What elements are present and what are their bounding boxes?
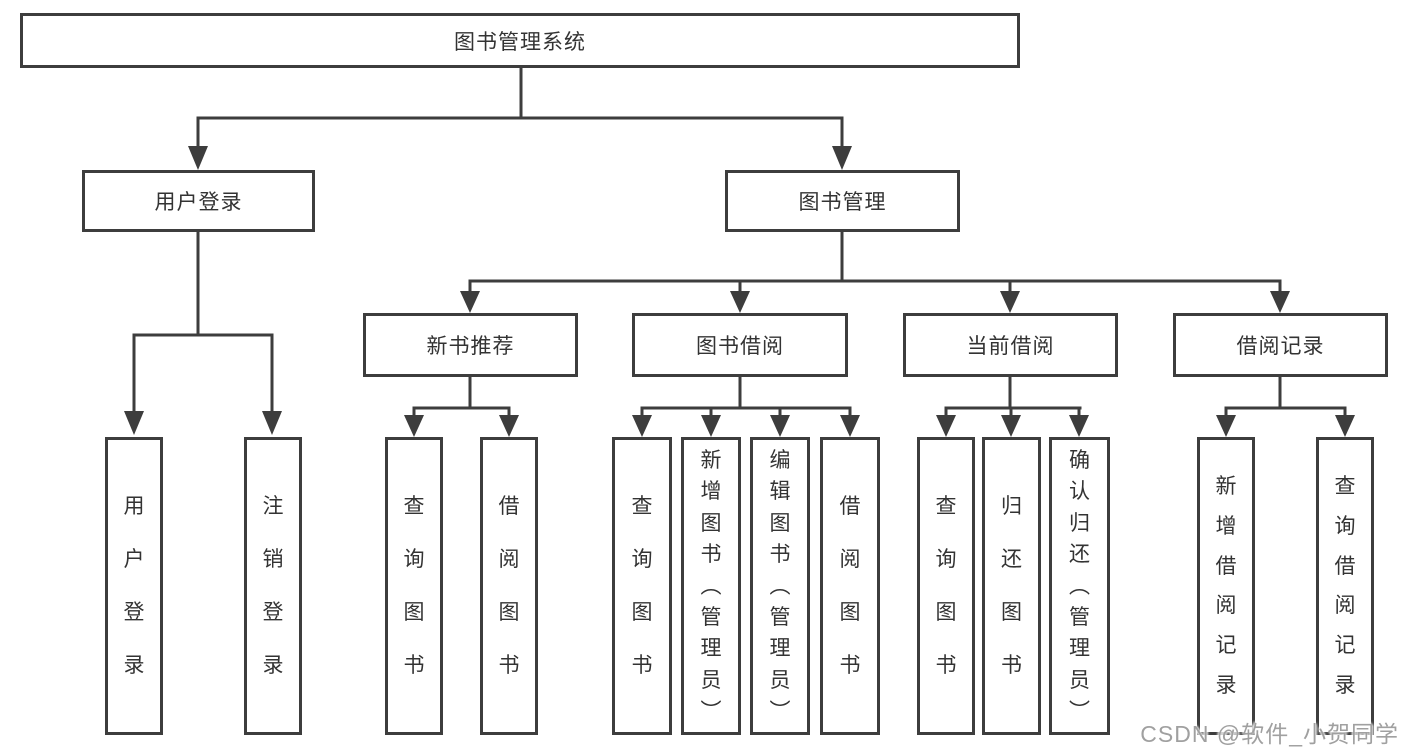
connector-current-borrowing-branch <box>944 377 1082 417</box>
leaf-nbr-query-books: 查询图书 <box>385 437 443 735</box>
leaf-bb-query-books: 查询图书 <box>612 437 672 735</box>
node-user-login-label: 用户登录 <box>154 191 243 214</box>
node-book-management-label: 图书管理 <box>798 191 887 214</box>
leaf-nbr-borrow-books: 借阅图书 <box>480 437 538 735</box>
leaf-logout: 注销登录 <box>244 437 302 735</box>
leaf-cb-return-books: 归还图书 <box>982 437 1041 735</box>
leaf-br-query-record: 查询借阅记录 <box>1316 437 1374 735</box>
leaf-br-add-record: 新增借阅记录 <box>1197 437 1255 735</box>
leaf-cb-query-books-label: 查询图书 <box>935 495 957 677</box>
leaf-nbr-query-books-label: 查询图书 <box>403 495 425 677</box>
node-book-borrowing: 图书借阅 <box>632 313 848 377</box>
leaf-bb-add-books: 新增图书︵管理员︶ <box>681 437 741 735</box>
node-user-login: 用户登录 <box>82 170 315 232</box>
leaf-cb-return-books-label: 归还图书 <box>1001 495 1022 677</box>
node-root-label: 图书管理系统 <box>454 30 586 54</box>
leaf-nbr-borrow-books-label: 借阅图书 <box>498 495 520 677</box>
connector-root-to-level2 <box>196 68 844 148</box>
connector-user-login-branch <box>132 232 274 413</box>
leaf-logout-label: 注销登录 <box>262 495 284 677</box>
leaf-cb-confirm-return-label: 确认归还︵管理员︶ <box>1069 449 1090 723</box>
node-book-management: 图书管理 <box>725 170 960 232</box>
node-current-borrowing-label: 当前借阅 <box>966 335 1055 358</box>
leaf-bb-borrow-books: 借阅图书 <box>820 437 880 735</box>
node-new-book-recommend-label: 新书推荐 <box>426 335 515 358</box>
leaf-bb-edit-books: 编辑图书︵管理员︶ <box>750 437 810 735</box>
leaf-bb-add-books-label: 新增图书︵管理员︶ <box>700 449 722 723</box>
leaf-user-login: 用户登录 <box>105 437 163 735</box>
leaf-bb-edit-books-label: 编辑图书︵管理员︶ <box>769 449 791 723</box>
leaf-bb-borrow-books-label: 借阅图书 <box>839 495 861 677</box>
leaf-bb-query-books-label: 查询图书 <box>631 495 653 677</box>
node-root: 图书管理系统 <box>20 13 1020 68</box>
connector-book-management-branch <box>468 232 1282 293</box>
leaf-user-login-label: 用户登录 <box>123 495 145 677</box>
watermark: CSDN @软件_小贺同学 <box>1140 721 1399 747</box>
connector-new-book-recommend-branch <box>412 377 511 417</box>
leaf-cb-confirm-return: 确认归还︵管理员︶ <box>1049 437 1110 735</box>
arrowheads <box>124 146 1355 437</box>
leaf-br-query-record-label: 查询借阅记录 <box>1334 475 1356 697</box>
node-borrowing-records-label: 借阅记录 <box>1236 335 1325 358</box>
node-borrowing-records: 借阅记录 <box>1173 313 1388 377</box>
node-new-book-recommend: 新书推荐 <box>363 313 578 377</box>
leaf-br-add-record-label: 新增借阅记录 <box>1215 475 1237 697</box>
connector-book-borrowing-branch <box>640 377 852 417</box>
connector-borrowing-records-branch <box>1224 377 1347 417</box>
node-current-borrowing: 当前借阅 <box>903 313 1118 377</box>
node-book-borrowing-label: 图书借阅 <box>696 335 784 358</box>
leaf-cb-query-books: 查询图书 <box>917 437 975 735</box>
